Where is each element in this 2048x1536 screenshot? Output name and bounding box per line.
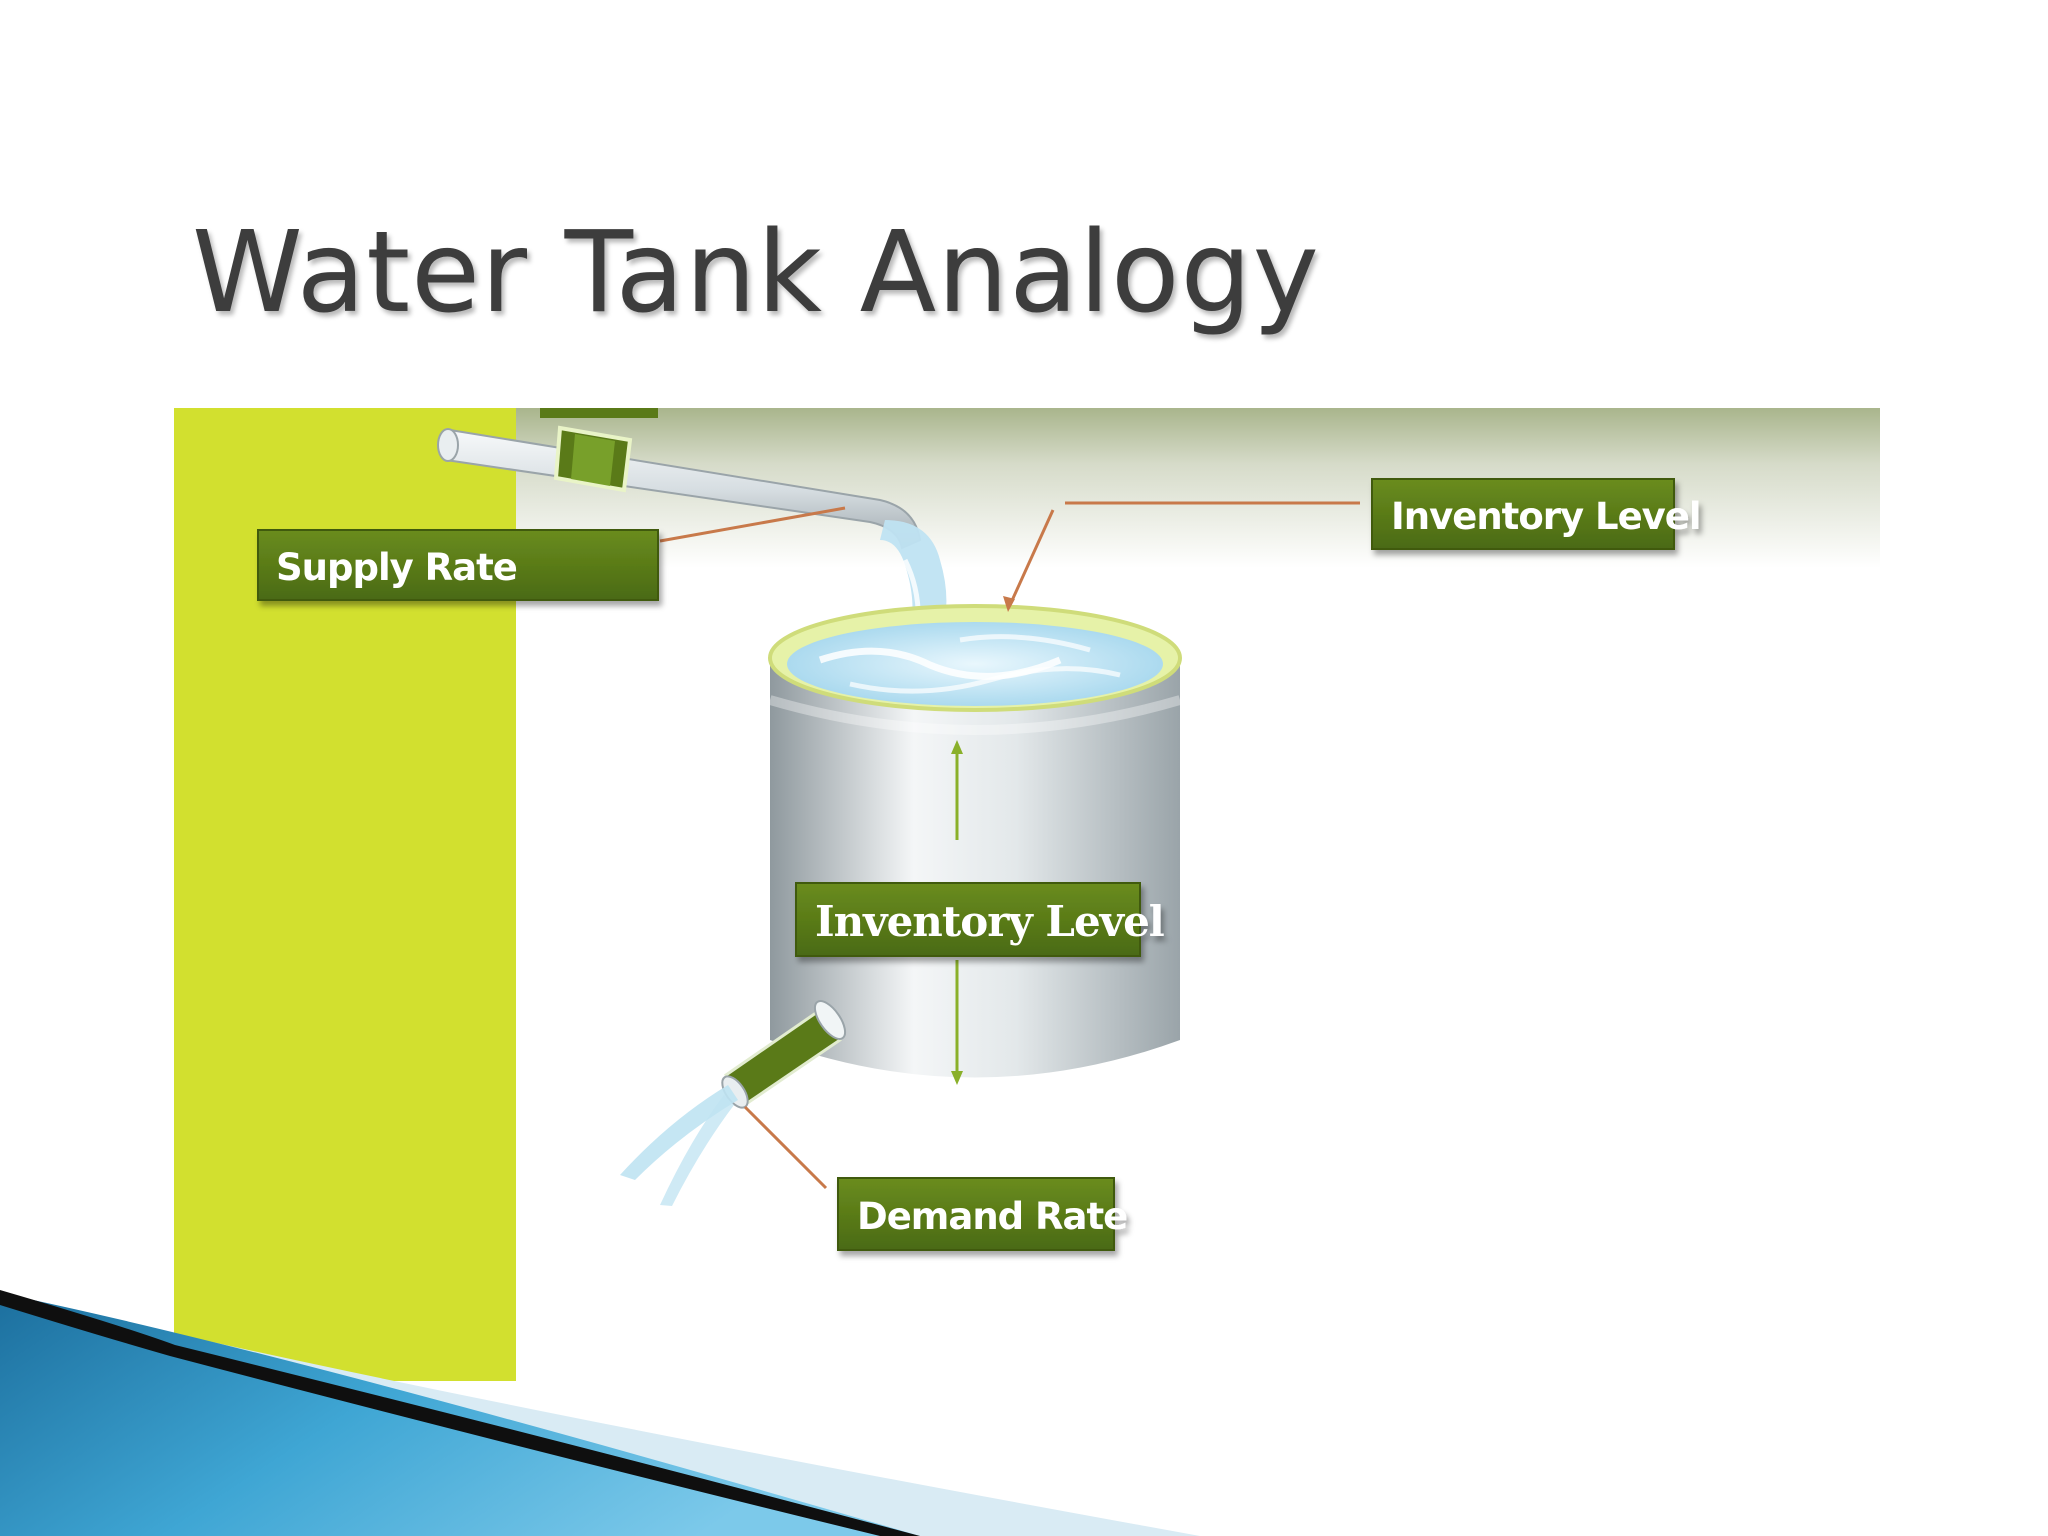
pipe-valve-icon bbox=[556, 428, 630, 490]
svg-text:Inventory Level: Inventory Level bbox=[1391, 495, 1701, 538]
svg-text:Supply Rate: Supply Rate bbox=[276, 546, 517, 589]
inventory-level-center-label: Inventory Level bbox=[796, 883, 1164, 956]
svg-text:Inventory Level: Inventory Level bbox=[815, 897, 1164, 946]
water-surface bbox=[787, 622, 1163, 706]
svg-text:Demand Rate: Demand Rate bbox=[857, 1195, 1127, 1238]
supply-rate-label: Supply Rate bbox=[258, 530, 658, 600]
inventory-level-top-label: Inventory Level bbox=[1372, 479, 1701, 549]
demand-rate-label: Demand Rate bbox=[838, 1178, 1127, 1250]
